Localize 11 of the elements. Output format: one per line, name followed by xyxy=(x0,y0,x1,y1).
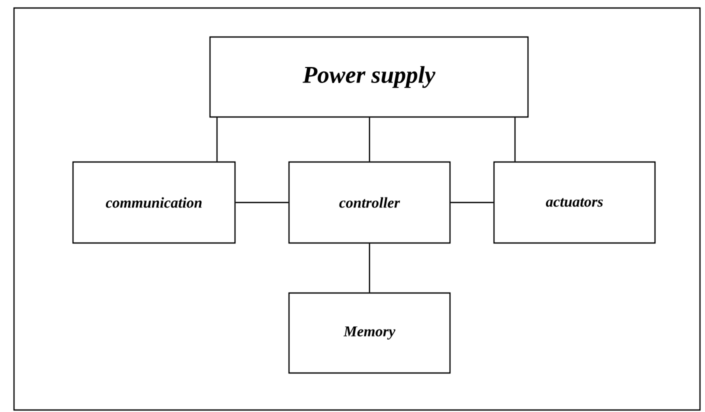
process-box: Memory xyxy=(288,292,451,374)
connector-line xyxy=(368,118,370,162)
connector-line xyxy=(450,202,494,204)
process-box: controller xyxy=(288,161,451,244)
process-box: communication xyxy=(72,161,236,244)
connector-line xyxy=(236,202,288,204)
connector-line xyxy=(514,118,516,162)
connector-line xyxy=(216,118,218,162)
connector-line xyxy=(368,244,370,292)
process-box: Power supply xyxy=(209,36,529,118)
process-box: actuators xyxy=(493,161,656,244)
